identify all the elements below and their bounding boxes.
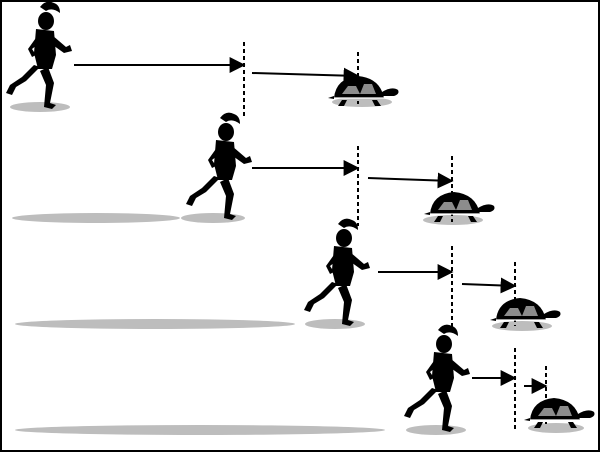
runner-icon [186,112,252,220]
shadows [10,97,584,435]
frame-3 [304,218,562,330]
runner-icon [404,324,470,432]
tortoise-arrow [461,277,517,294]
frame-4 [404,324,596,432]
tortoise-arrow [251,67,360,84]
frame-1 [6,1,400,118]
runner-icon [6,1,72,109]
runner-icon [304,218,370,326]
tortoise-arrow [367,172,454,189]
frame-2 [186,112,496,226]
